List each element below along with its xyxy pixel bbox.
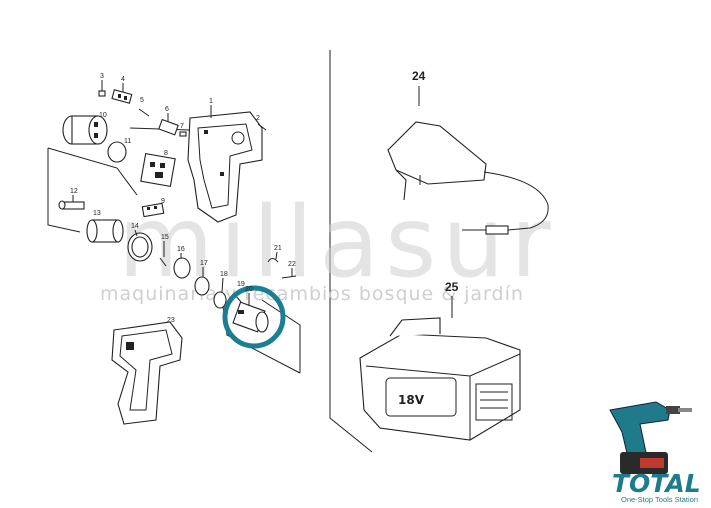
part-17-ring xyxy=(194,276,210,296)
drill-product-photo xyxy=(609,401,692,474)
label-24: 24 xyxy=(412,69,426,83)
label-9: 9 xyxy=(161,198,165,205)
label-25: 25 xyxy=(445,280,459,294)
part-3-screw xyxy=(98,80,106,97)
part-7-spring xyxy=(179,131,187,137)
label-21: 21 xyxy=(274,245,282,252)
label-19: 19 xyxy=(237,281,245,288)
label-11: 11 xyxy=(124,138,131,145)
part-13-gear xyxy=(86,219,124,243)
part-14-gear-ring xyxy=(127,232,153,262)
part-22-screw xyxy=(281,275,297,279)
part-24-charger xyxy=(387,121,549,235)
part-12-shaft xyxy=(58,200,85,210)
label-12: 12 xyxy=(70,188,78,195)
label-13: 13 xyxy=(93,210,101,217)
label-4: 4 xyxy=(121,76,125,83)
part-25-battery: 18V xyxy=(359,317,521,441)
label-1: 1 xyxy=(209,98,213,105)
label-3: 3 xyxy=(100,73,104,80)
watermark-tagline: maquinaria y recambios bosque & jardín xyxy=(100,283,524,305)
part-21-clip xyxy=(267,258,279,263)
part-23-housing xyxy=(111,321,183,425)
label-17: 17 xyxy=(200,260,208,267)
part-16-ring xyxy=(173,257,191,279)
part-11-washer xyxy=(107,141,127,163)
label-16: 16 xyxy=(177,246,185,253)
part-10-motor xyxy=(62,115,108,145)
total-logo: TOTAL xyxy=(612,469,701,498)
label-6: 6 xyxy=(165,106,169,113)
label-23: 23 xyxy=(167,317,175,324)
battery-voltage-label: 18V xyxy=(398,393,425,407)
label-7: 7 xyxy=(180,123,184,130)
label-15: 15 xyxy=(161,234,169,241)
part-2-screw xyxy=(257,123,267,131)
part-labels: 3 4 5 10 6 1 2 7 11 8 9 12 13 14 15 16 1… xyxy=(70,69,459,324)
label-20: 20 xyxy=(245,286,253,293)
part-9-terminal xyxy=(141,202,165,218)
label-10: 10 xyxy=(99,112,107,119)
part-5-pin xyxy=(138,108,150,117)
part-18-washer xyxy=(213,291,227,309)
label-2: 2 xyxy=(256,115,260,122)
part-20-chuck xyxy=(232,301,269,333)
part-8-switch-module xyxy=(140,152,176,188)
part-4-brush-holder xyxy=(111,89,133,104)
label-8: 8 xyxy=(164,150,168,157)
chuck-highlight-circle xyxy=(222,285,286,349)
part-1-housing xyxy=(187,111,263,223)
logo-slogan: One-Stop Tools Station xyxy=(621,495,698,504)
label-22: 22 xyxy=(288,261,296,268)
section-divider xyxy=(329,50,373,453)
watermark-brand: millasur xyxy=(118,186,557,300)
part-19-pin xyxy=(235,295,242,303)
part-15-pins xyxy=(159,257,167,267)
part-6-switch xyxy=(158,118,179,136)
label-5: 5 xyxy=(140,97,144,104)
label-18: 18 xyxy=(220,271,228,278)
label-14: 14 xyxy=(131,223,139,230)
